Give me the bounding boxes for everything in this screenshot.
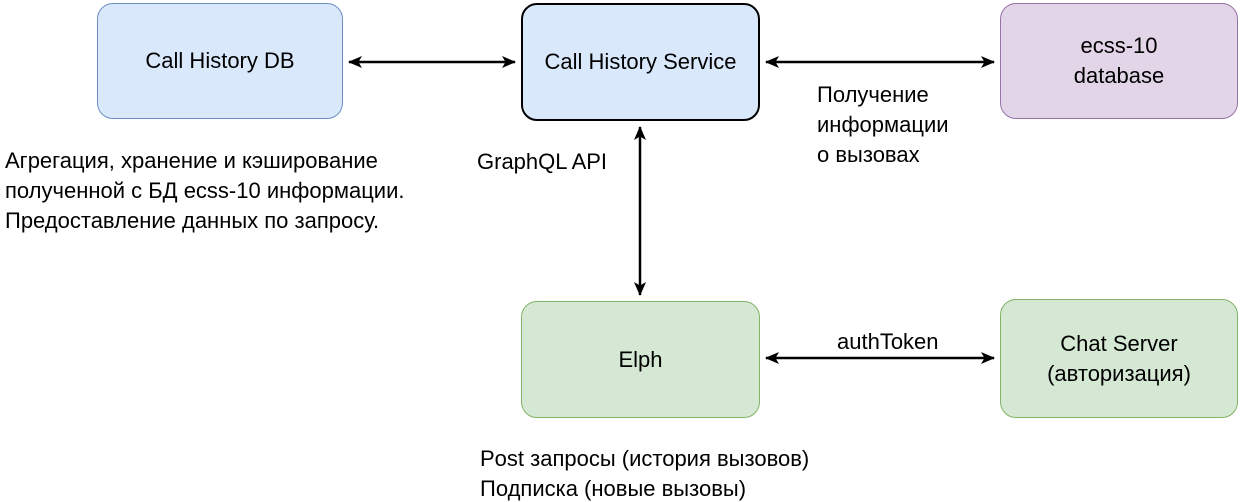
annotation-post-requests: Post запросы (история вызовов) Подписка …	[480, 446, 810, 501]
node-call-history-db: Call History DB	[97, 3, 343, 119]
node-elph: Elph	[521, 301, 760, 418]
edge-label-auth-token: authToken	[837, 329, 939, 354]
edge-label-graphql-api: GraphQL API	[477, 149, 608, 174]
node-call-history-service: Call History Service	[521, 3, 760, 121]
edge-label-call-info: Получение информации о вызовах	[817, 82, 949, 167]
node-ecss10-database: ecss-10 database	[1000, 3, 1238, 119]
annotation-aggregation: Агрегация, хранение и кэширование получе…	[5, 148, 405, 233]
node-chat-server: Chat Server (авторизация)	[1000, 299, 1238, 418]
